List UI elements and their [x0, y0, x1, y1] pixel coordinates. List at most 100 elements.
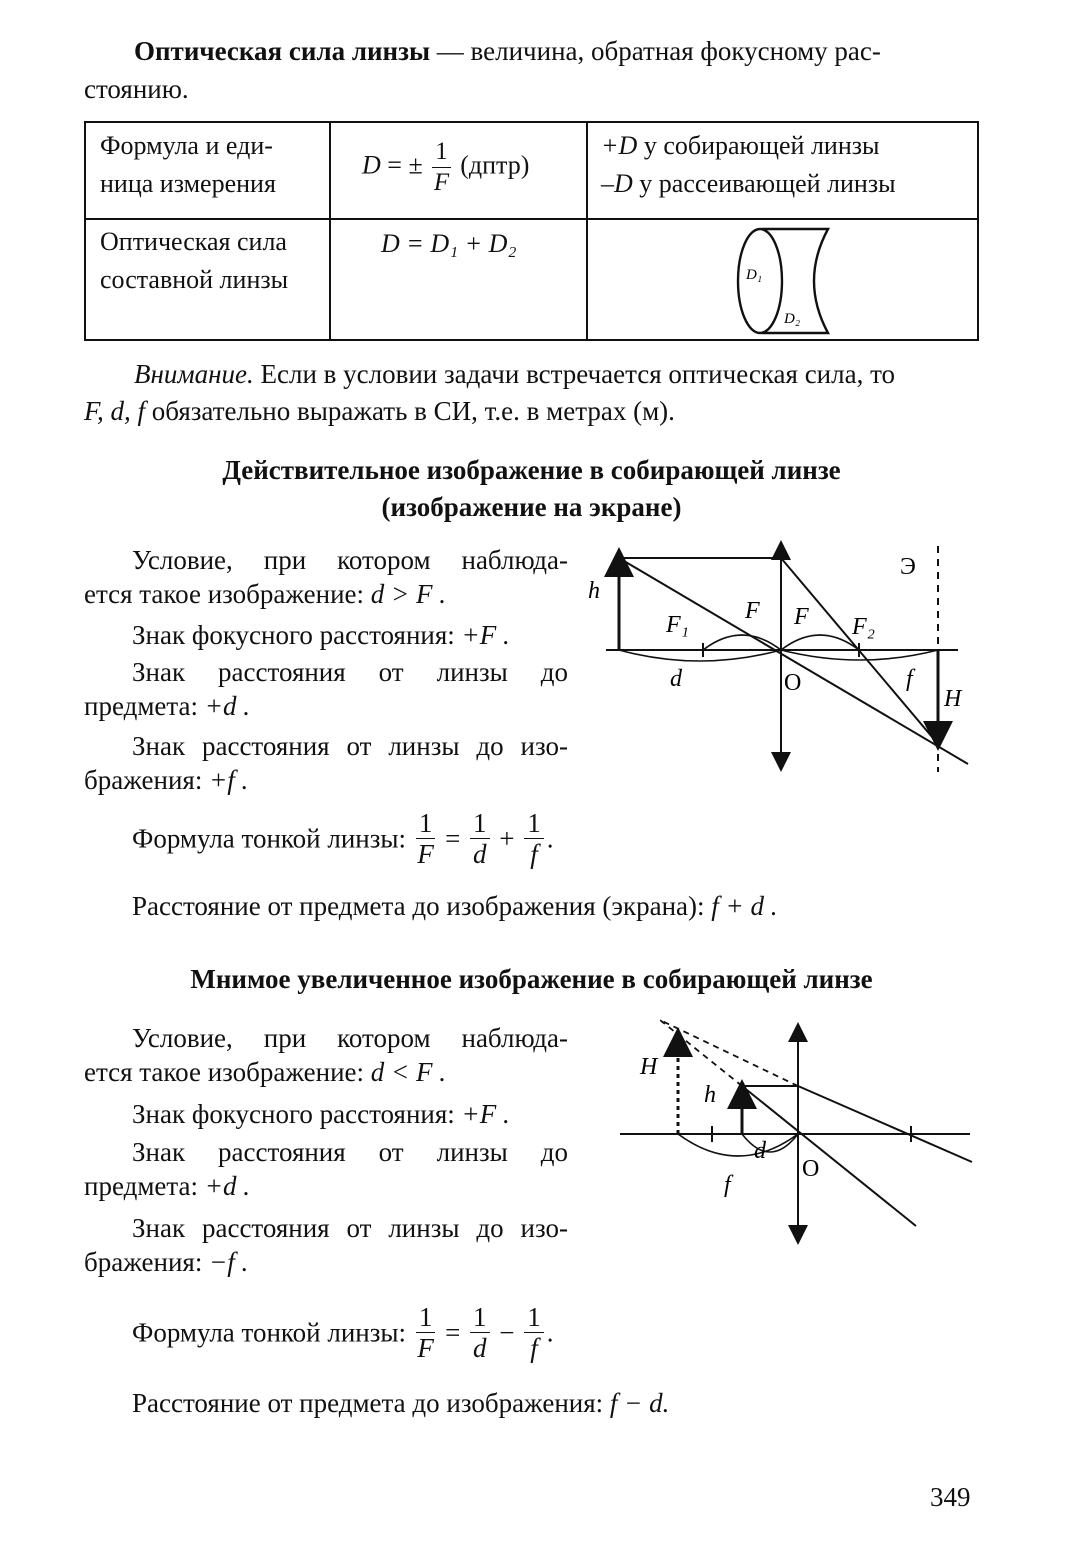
formula-D: D [362, 150, 381, 180]
s1-img-text: бражения: [84, 765, 210, 795]
intro-term: Оптическая сила линзы [134, 36, 431, 66]
section2-object-sign: Знак расстояния от линзы до предмета: +d… [84, 1135, 568, 1203]
formula-dot: . [546, 1317, 554, 1348]
label-o: O [802, 1156, 819, 1182]
frac-den: F [433, 169, 450, 196]
frac-num: 1 [415, 1302, 436, 1333]
section2-focal-sign: Знак фокусного расстояния: +F . [132, 1097, 510, 1131]
label-d: d [670, 666, 683, 692]
frac-num: 1 [470, 1302, 490, 1333]
s1-cond-line2: ется такое изображение: d > F . [84, 577, 568, 611]
sign-neg-text: у рассеивающей линзы [632, 169, 896, 198]
row2-formula: D = D₁ + D₂ [381, 229, 517, 258]
ray-extension-2 [659, 1019, 743, 1087]
s2-img-text: бражения: [84, 1247, 210, 1277]
row1-label-line2: ница измерения [100, 169, 276, 198]
label-h: h [704, 1082, 716, 1108]
s1-img-math: +f . [209, 765, 249, 795]
sign-pos-text: у собирающей линзы [637, 131, 880, 160]
convex-lens-shape [736, 227, 784, 335]
arc-d [741, 1133, 799, 1153]
sign-neg-symbol: –D [601, 169, 633, 198]
label-f-left: F [744, 598, 760, 624]
s1-distance-text: Расстояние от предмета до изображения (э… [132, 891, 712, 921]
table-divider [329, 123, 331, 339]
concave-lens-shape [762, 227, 831, 335]
virtual-image-diagram: H h d O f [620, 1019, 973, 1245]
s2-obj-math: +d . [204, 1171, 250, 1201]
formula-op: − [499, 1317, 515, 1348]
arc-d [618, 649, 782, 662]
label-f-right: F [793, 604, 809, 630]
label-f: f [724, 1172, 734, 1198]
s1-obj-line2: предмета: +d . [84, 689, 568, 723]
section2-title: Мнимое увеличенное изображение в собираю… [190, 964, 873, 994]
row1-label-line1: Формула и еди- [100, 131, 273, 160]
fig-label-d2: D₂ [783, 311, 800, 327]
s1-focal-text: Знак фокусного расстояния: [132, 620, 462, 650]
s2-distance-math: f − d. [609, 1388, 670, 1418]
frac-num: 1 [524, 1302, 544, 1333]
label-H: H [943, 686, 963, 712]
label-o: O [784, 670, 801, 696]
s2-distance-text: Расстояние от предмета до изображения: [132, 1388, 610, 1418]
s2-focal-math: +F . [461, 1099, 510, 1129]
section1-image-sign: Знак расстояния от линзы до изо- бражени… [84, 729, 568, 797]
frac-den: d [473, 839, 487, 869]
s2-focal-text: Знак фокусного расстояния: [132, 1099, 462, 1129]
note-vars: F, d, f [84, 396, 146, 426]
s2-img-line1: Знак расстояния от линзы до изо- [132, 1213, 568, 1243]
note-line1: Внимание. Если в условии задачи встречае… [134, 357, 895, 391]
s2-img-math: −f . [209, 1247, 249, 1277]
row2-label-line2: составной линзы [100, 265, 289, 294]
table-divider [586, 123, 588, 339]
section2-condition: Условие, при котором наблюда- ется такое… [84, 1021, 568, 1089]
frac-den: F [417, 839, 434, 869]
label-f2: F₂ [851, 614, 875, 640]
formula-fraction: 1 F [432, 137, 451, 198]
section1-distance: Расстояние от предмета до изображения (э… [132, 889, 778, 923]
arc-f [780, 649, 939, 661]
page-number: 349 [930, 1482, 971, 1512]
s1-focal-math: +F . [461, 620, 510, 650]
frac-den: f [530, 1333, 538, 1363]
section1-title-line2: (изображение на экране) [381, 492, 682, 522]
frac-num: 1 [524, 808, 544, 839]
frac-den: F [417, 1333, 434, 1363]
intro-line2: стоянию. [84, 74, 189, 104]
intro-paragraph: Оптическая сила линзы — величина, обратн… [134, 34, 982, 68]
s2-cond-line2: ется такое изображение: d < F . [84, 1055, 568, 1089]
note-text2: обязательно выражать в СИ, т.е. в метрах… [145, 396, 675, 426]
formula-eq: = ± [387, 150, 423, 180]
section2-image-sign: Знак расстояния от линзы до изо- бражени… [84, 1211, 568, 1279]
s2-obj-line1: Знак расстояния от линзы до [132, 1137, 568, 1167]
formula-eq: = [445, 1317, 461, 1348]
s2-cond-text: ется такое изображение: [84, 1057, 371, 1087]
section1-object-sign: Знак расстояния от линзы до предмета: +d… [84, 655, 568, 723]
label-h: h [588, 578, 600, 604]
row2-label-line1: Оптическая сила [100, 227, 287, 256]
ray-central [741, 1085, 917, 1227]
note-lead: Внимание. [134, 359, 254, 389]
section1-focal-sign: Знак фокусного расстояния: +F . [132, 618, 510, 652]
s1-cond-math: d > F . [370, 579, 447, 609]
s2-img-line2: бражения: −f . [84, 1245, 568, 1279]
label-d: d [754, 1138, 767, 1164]
frac-den: f [530, 839, 538, 869]
row1-signs: +D у собирающей линзы –D у рассеивающей … [601, 129, 896, 201]
s2-obj-text: предмета: [84, 1171, 205, 1201]
note-line2: F, d, f обязательно выражать в СИ, т.е. … [84, 394, 675, 428]
compound-lens-figure: D₁ D₂ [736, 227, 831, 335]
note-text1: Если в условии задачи встречается оптиче… [253, 359, 896, 389]
fig-label-d1: D₁ [745, 267, 762, 283]
intro-rest: — величина, обратная фокусному рас- [430, 36, 881, 66]
s1-formula-label: Формула тонкой линзы: [132, 823, 407, 854]
s1-cond-text: ется такое изображение: [84, 579, 371, 609]
ray-central [618, 557, 969, 765]
